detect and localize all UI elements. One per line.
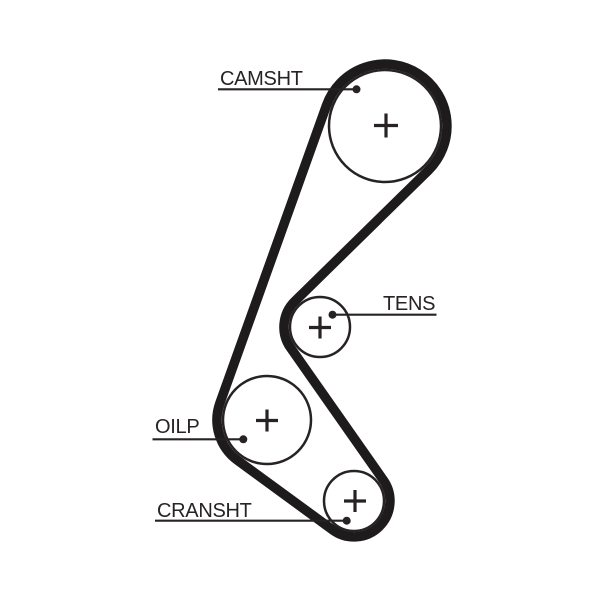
crankshaft-leader-dot [342, 516, 351, 525]
tensioner-leader-dot [328, 310, 337, 319]
camshaft-leader-dot [352, 85, 361, 94]
camshaft-label: CAMSHT [220, 68, 303, 90]
crankshaft-center-cross-icon [344, 490, 366, 512]
oil-pump-label: OILP [155, 416, 199, 438]
timing-belt [212, 59, 452, 542]
tensioner-pulley-group: TENS [288, 293, 437, 359]
oil-pump-center-cross-icon [256, 409, 278, 432]
tensioner-label: TENS [383, 293, 435, 315]
oil-pump-leader-dot [239, 435, 248, 444]
camshaft-center-cross-icon [374, 113, 398, 138]
oil-pump-pulley-group: OILP [152, 374, 313, 466]
crankshaft-label: CRANSHT [157, 500, 252, 522]
tensioner-center-cross-icon [309, 316, 331, 339]
camshaft-pulley-group: CAMSHT [218, 68, 443, 184]
crankshaft-pulley-group: CRANSHT [155, 469, 386, 533]
